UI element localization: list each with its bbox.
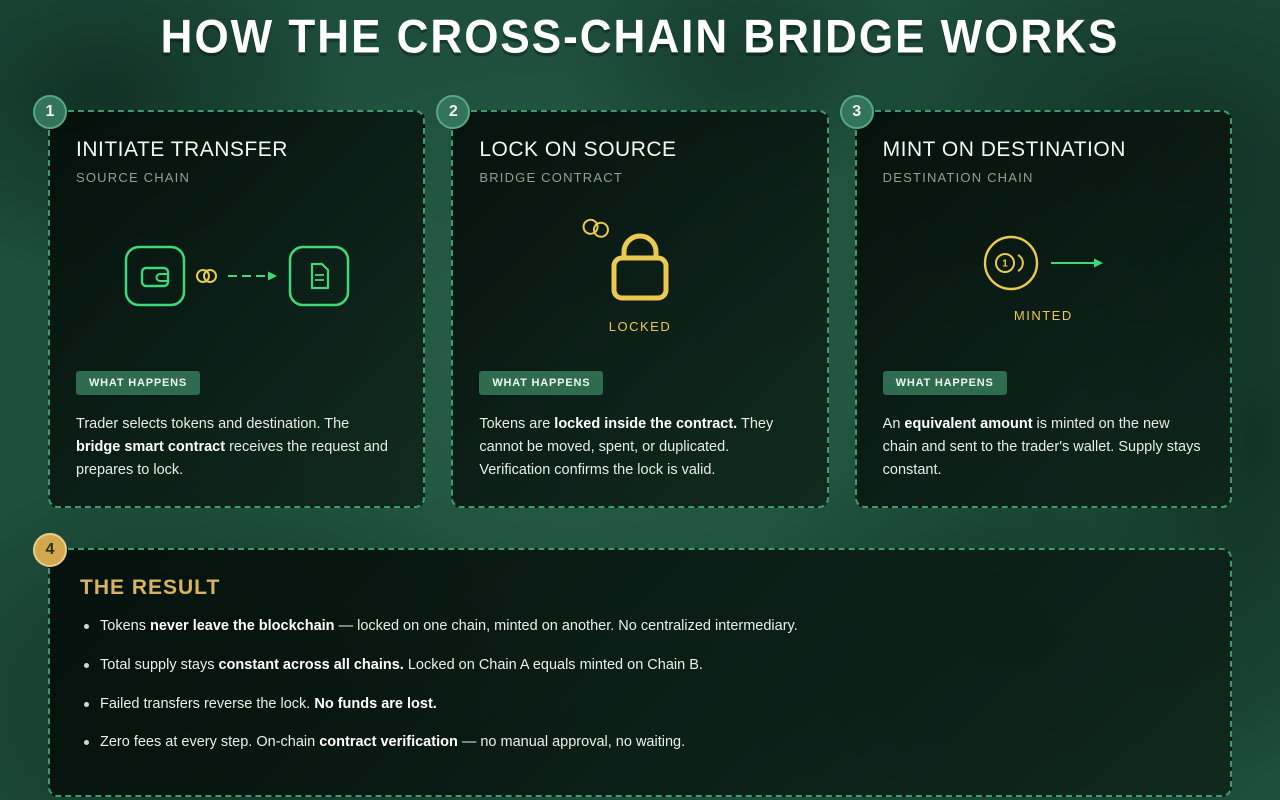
lock-status-label: LOCKED (608, 319, 672, 335)
bullet-text: Failed transfers reverse the lock. (100, 695, 315, 712)
step-card-initiate-transfer: 1 INITIATE TRANSFER SOURCE CHAIN (33, 95, 426, 508)
bullet-text: Zero fees at every step. On-chain (100, 734, 320, 751)
step-icon-area: 1 MINTED (883, 185, 1204, 371)
mint-icon-row: 1 (981, 233, 1105, 298)
bullet-text-bold: contract verification (319, 734, 458, 751)
step-subtitle: SOURCE CHAIN (76, 170, 191, 185)
bullet-text: Total supply stays (100, 656, 219, 673)
step-title: MINT ON DESTINATION (882, 138, 1126, 161)
result-section: 4 THE RESULT Tokens never leave the bloc… (33, 533, 1232, 797)
result-bullet: Tokens never leave the blockchain — lock… (80, 616, 1200, 638)
step-number-badge: 3 (839, 95, 874, 129)
step-number-badge: 2 (436, 95, 471, 129)
step-description: Tokens are locked inside the contract. T… (479, 413, 800, 482)
coins-icon (195, 266, 219, 291)
step-description: An equivalent amount is minted on the ne… (883, 413, 1204, 482)
what-happens-badge: WHAT HAPPENS (479, 371, 604, 396)
step-description: Trader selects tokens and destination. T… (76, 413, 397, 482)
bullet-text: Tokens (100, 618, 150, 634)
desc-text-bold: locked inside the contract. (554, 416, 738, 433)
result-bullet: Zero fees at every step. On-chain contra… (80, 732, 1200, 754)
desc-text: Tokens are (479, 416, 555, 433)
bullet-text-bold: No funds are lost. (314, 695, 437, 712)
bullet-text-bold: never leave the blockchain (149, 618, 335, 634)
desc-text-bold: equivalent amount (904, 416, 1033, 433)
bullet-text-bold: constant across all chains. (218, 656, 404, 673)
step-icon-area (76, 185, 397, 371)
svg-text:1: 1 (1003, 259, 1009, 270)
step-subtitle: BRIDGE CONTRACT (479, 170, 623, 185)
step-subtitle: DESTINATION CHAIN (882, 170, 1034, 185)
transfer-icon-row (123, 244, 351, 313)
result-list: Tokens never leave the blockchain — lock… (80, 616, 1200, 754)
arrow-right-icon (227, 269, 279, 288)
desc-text: is minted on the new chain and sent to t… (882, 416, 1201, 479)
desc-text: Trader selects tokens and destination. T… (76, 416, 350, 433)
step-card-mint-on-destination: 3 MINT ON DESTINATION DESTINATION CHAIN … (839, 95, 1232, 508)
document-icon (287, 244, 351, 313)
bullet-text: — no manual approval, no waiting. (457, 734, 686, 751)
minted-coins-icon: 1 (981, 233, 1041, 298)
mint-status-label: MINTED (1013, 308, 1073, 324)
desc-text-bold: bridge smart contract (76, 439, 226, 456)
step-title: INITIATE TRANSFER (76, 138, 288, 161)
arrow-right-icon (1049, 256, 1105, 275)
desc-text: An (882, 416, 905, 433)
coins-icon (579, 213, 615, 249)
steps-grid: 1 INITIATE TRANSFER SOURCE CHAIN (0, 95, 1280, 508)
bullet-text: Locked on Chain A equals minted on Chain… (403, 656, 703, 673)
lock-icon-group: LOCKED (582, 218, 683, 335)
step-icon-area: LOCKED (479, 185, 800, 371)
what-happens-badge: WHAT HAPPENS (76, 371, 201, 396)
what-happens-badge: WHAT HAPPENS (882, 371, 1007, 396)
step-title: LOCK ON SOURCE (479, 138, 677, 161)
result-number-badge: 4 (33, 533, 67, 567)
mint-icon-group: 1 MINTED (981, 233, 1105, 323)
desc-text: They cannot be moved, spent, or duplicat… (479, 416, 774, 479)
step-number-badge: 1 (33, 95, 67, 129)
result-bullet: Total supply stays constant across all c… (80, 655, 1200, 677)
result-bullet: Failed transfers reverse the lock. No fu… (80, 694, 1200, 716)
step-card-lock-on-source: 2 LOCK ON SOURCE BRIDGE CONTRACT (436, 95, 829, 508)
padlock-icon (597, 222, 683, 309)
page-title: HOW THE CROSS-CHAIN BRIDGE WORKS (160, 10, 1120, 64)
bullet-text: — locked on one chain, minted on another… (334, 618, 798, 634)
desc-text: receives the request and prepares to loc… (76, 439, 388, 479)
wallet-icon (123, 244, 187, 313)
result-title: THE RESULT (80, 576, 221, 599)
